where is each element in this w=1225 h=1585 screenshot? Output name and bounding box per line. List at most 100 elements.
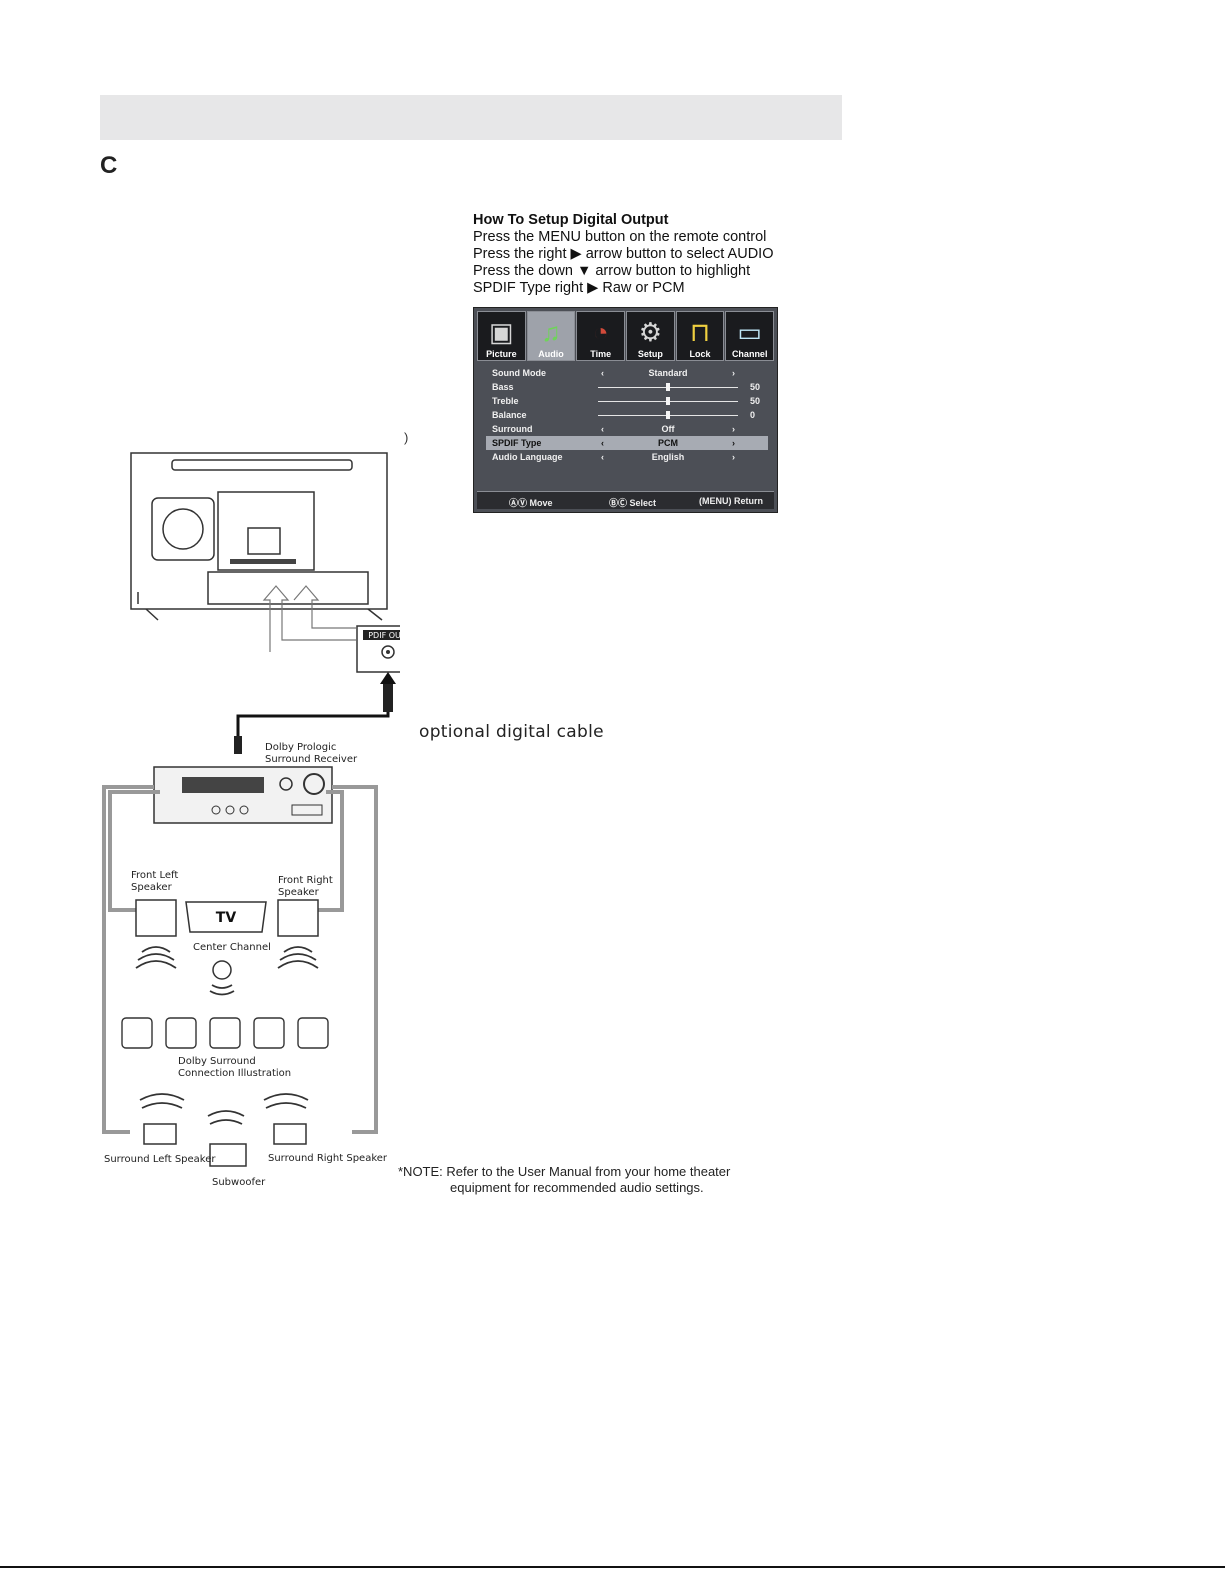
subwoofer-speaker	[209, 1143, 247, 1167]
receiver-knob-large	[303, 773, 325, 795]
speaker-wire-right	[332, 785, 378, 1134]
tab-label: Picture	[486, 349, 517, 359]
slider-knob	[666, 397, 670, 405]
tv-back-outline	[130, 452, 388, 610]
tv-foot-right	[367, 608, 383, 621]
row-label: Bass	[492, 382, 514, 392]
right-arrow-icon: ›	[732, 438, 735, 448]
tv-label-plate	[247, 527, 281, 555]
cable-plug-receiver	[234, 736, 242, 754]
front-left-speaker	[135, 899, 177, 937]
tv-label: TV	[216, 910, 237, 926]
instruction-line: Press the MENU button on the remote cont…	[473, 229, 767, 245]
camera-icon: ▣	[489, 317, 514, 347]
spdif-label-bg	[363, 630, 400, 640]
music-note-icon: ♫	[541, 317, 561, 347]
front-left-wire	[108, 790, 160, 912]
surround-right-speaker	[273, 1123, 307, 1145]
surround-right-label: Surround Right Speaker	[268, 1153, 388, 1164]
front-left-label-1: Front Left	[131, 870, 178, 881]
osd-row-surround: Surround ‹ Off ›	[486, 422, 768, 436]
row-value: 0	[750, 410, 756, 420]
front-right-label-1: Front Right	[278, 875, 333, 886]
sound-wave-left	[135, 946, 177, 969]
osd-footer: ⒶⓋ Move ⒷⒸ Select (MENU) Return	[477, 491, 774, 509]
row-value: 50	[750, 382, 761, 392]
osd-row-balance: Balance 0	[486, 408, 768, 422]
row-label: SPDIF Type	[492, 438, 542, 448]
footer-move: ⒶⓋ Move	[509, 498, 553, 508]
sound-wave-right	[277, 946, 319, 969]
tab-picture: ▣ Picture	[477, 311, 526, 361]
osd-tab-bar: ▣ Picture ♫ Audio ◔ Time ⚙ Setup ⊓ Lock …	[477, 311, 775, 361]
right-arrow-icon: ›	[732, 452, 735, 462]
spdif-label: PDIF OUT	[368, 631, 400, 640]
header-bar	[100, 95, 842, 140]
spdif-jack-icon	[381, 645, 395, 659]
row-value: Standard	[648, 368, 688, 378]
padlock-icon: ⊓	[689, 317, 711, 347]
row-label: Balance	[492, 410, 527, 420]
center-speaker	[212, 960, 232, 980]
instruction-line: Press the right ▶ arrow button to select…	[473, 246, 774, 262]
receiver-label-1: Dolby Prologic	[265, 742, 336, 753]
illustration-label-1: Dolby Surround	[178, 1056, 256, 1067]
right-arrow-icon: ›	[732, 424, 735, 434]
monitor-icon: ▭	[737, 317, 762, 347]
front-right-wire	[318, 790, 344, 912]
osd-row-treble: Treble 50	[486, 394, 768, 408]
left-arrow-icon: ‹	[601, 438, 604, 448]
tab-label: Setup	[637, 349, 663, 359]
left-arrow-icon: ‹	[601, 452, 604, 462]
instructions-block: How To Setup Digital Output Press the ME…	[473, 212, 813, 297]
footer-return: (MENU) Return	[699, 496, 763, 506]
osd-settings-list: Sound Mode ‹ Standard › Bass 50 Treble 5…	[486, 366, 768, 464]
row-label: Audio Language	[492, 452, 563, 462]
row-label: Treble	[492, 396, 519, 406]
tab-label: Time	[590, 349, 612, 359]
sound-wave-center	[209, 984, 235, 996]
center-channel-label: Center Channel	[193, 942, 271, 953]
receiver-knob-small	[279, 777, 293, 791]
tv-panel	[217, 491, 315, 571]
tv-icon	[185, 901, 267, 933]
left-arrow-icon: ‹	[601, 368, 604, 378]
listener-icon	[297, 1017, 329, 1049]
surround-left-label: Surround Left Speaker	[104, 1154, 216, 1165]
front-left-label-2: Speaker	[131, 882, 173, 893]
sound-wave-subwoofer	[207, 1110, 245, 1125]
tab-audio: ♫ Audio	[526, 311, 576, 361]
osd-row-spdif-type: SPDIF Type ‹ PCM ›	[486, 436, 768, 450]
receiver-label-2: Surround Receiver	[265, 754, 358, 765]
listener-icon	[165, 1017, 197, 1049]
note-line-2: equipment for recommended audio settings…	[450, 1180, 704, 1195]
instruction-line: SPDIF Type right ▶ Raw or PCM	[473, 280, 685, 296]
connection-diagram: PDIF OUT Dolby Prologic Surround Receive…	[102, 452, 400, 1188]
receiver-button	[211, 805, 221, 815]
tab-time: ◔ Time	[576, 311, 626, 361]
note-line-1: *NOTE: Refer to the User Manual from you…	[398, 1164, 731, 1179]
tv-lower-housing	[207, 571, 369, 605]
digital-cable	[236, 712, 390, 752]
port-pointer-arrow-1	[262, 585, 356, 652]
surround-left-speaker	[143, 1123, 177, 1145]
speaker-wire-left	[102, 785, 154, 1134]
tab-label: Audio	[538, 349, 564, 359]
row-value: English	[651, 452, 685, 462]
instructions-title: How To Setup Digital Output	[473, 212, 669, 228]
cable-plug	[383, 684, 393, 712]
sound-wave-surround-right	[263, 1093, 309, 1109]
osd-audio-menu: ▣ Picture ♫ Audio ◔ Time ⚙ Setup ⊓ Lock …	[473, 307, 778, 513]
stray-text: )	[404, 430, 409, 445]
osd-row-audio-language: Audio Language ‹ English ›	[486, 450, 768, 464]
row-value: 50	[750, 396, 761, 406]
cable-arrow-icon	[380, 672, 396, 684]
section-letter: C	[100, 152, 118, 179]
row-value: PCM	[658, 438, 678, 448]
tv-foot-left	[145, 608, 159, 621]
receiver-jacks	[291, 804, 323, 816]
tab-label: Lock	[689, 349, 711, 359]
listener-icon	[209, 1017, 241, 1049]
instruction-line: Press the down ▼ arrow button to highlig…	[473, 263, 751, 279]
tab-label: Channel	[731, 349, 768, 359]
